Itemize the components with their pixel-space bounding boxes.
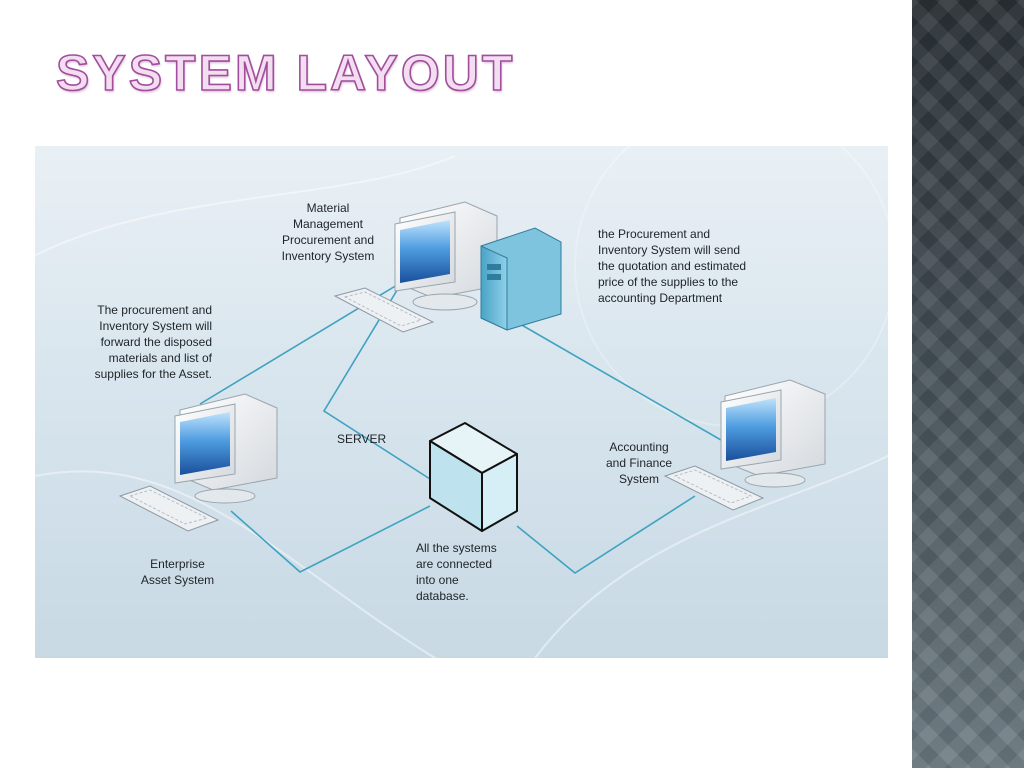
slide-title: SYSTEM LAYOUT — [55, 44, 516, 102]
procurement-to-asset-note: The procurement and Inventory System wil… — [94, 303, 212, 381]
procurement-to-accounting-note: the Procurement and Inventory System wil… — [598, 227, 747, 305]
decorative-side-strip — [912, 0, 1024, 768]
tower-icon — [480, 227, 562, 331]
material-management-label: Material Management Procurement and Inve… — [281, 201, 375, 263]
enterprise-asset-label: Enterprise Asset System — [140, 557, 215, 587]
monitor-icon — [720, 379, 826, 488]
monitor-icon — [174, 393, 278, 504]
database-note: All the systems are connected into one d… — [416, 541, 497, 603]
enterprise-asset-workstation — [118, 393, 278, 532]
system-layout-diagram: Material Management Procurement and Inve… — [35, 146, 888, 658]
diagram-canvas — [35, 146, 888, 658]
server-database-icon — [429, 422, 518, 532]
accounting-finance-label: Accounting and Finance System — [605, 440, 673, 486]
accounting-workstation — [663, 379, 826, 511]
keyboard-icon — [663, 465, 765, 511]
server-label: SERVER — [337, 432, 387, 446]
keyboard-icon — [333, 287, 435, 333]
keyboard-icon — [118, 485, 220, 532]
material-management-workstation — [333, 201, 562, 333]
monitor-icon — [394, 201, 498, 311]
network-lines — [199, 281, 741, 574]
